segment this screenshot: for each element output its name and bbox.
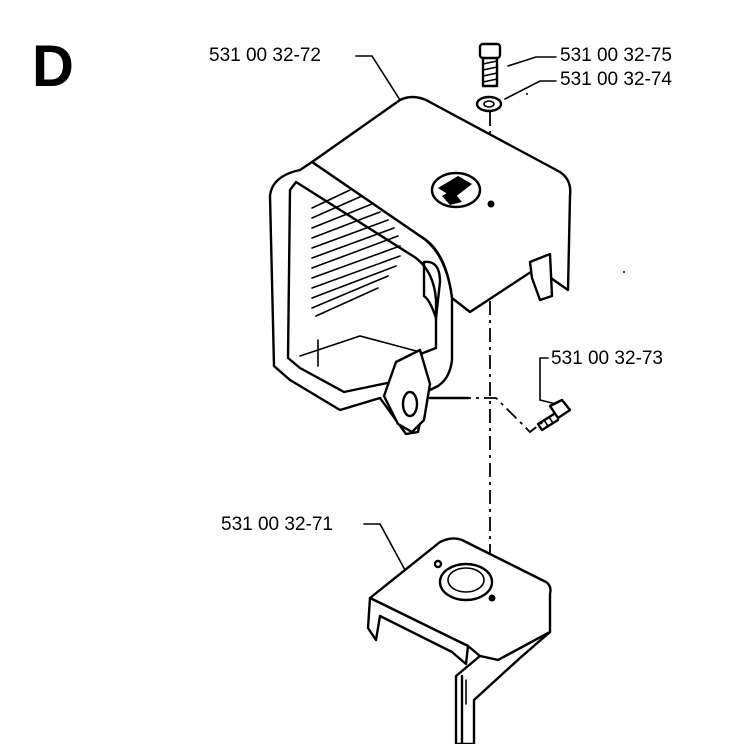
leader-bracket <box>363 523 406 571</box>
leader-screw-top <box>507 56 557 67</box>
speck-mark <box>526 93 528 95</box>
leader-shield <box>355 55 401 101</box>
screw-top-icon <box>478 42 502 88</box>
heat-shield-icon <box>268 95 572 436</box>
bracket-icon <box>366 537 552 744</box>
leader-screw-side <box>539 357 557 405</box>
part-label-screw-side: 531 00 32-73 <box>551 348 663 369</box>
part-label-bracket: 531 00 32-71 <box>221 514 333 535</box>
speck-mark <box>623 271 625 273</box>
side-screw-axis-line <box>430 397 549 434</box>
part-label-screw-top: 531 00 32-75 <box>560 45 672 66</box>
screw-side-icon <box>536 398 572 432</box>
section-letter: D <box>32 34 74 99</box>
part-label-shield: 531 00 32-72 <box>209 45 321 66</box>
leader-lines <box>355 55 557 571</box>
cooling-slots <box>311 189 401 317</box>
leader-washer <box>504 80 557 100</box>
washer-icon <box>475 95 503 113</box>
part-label-washer: 531 00 32-74 <box>560 69 672 90</box>
